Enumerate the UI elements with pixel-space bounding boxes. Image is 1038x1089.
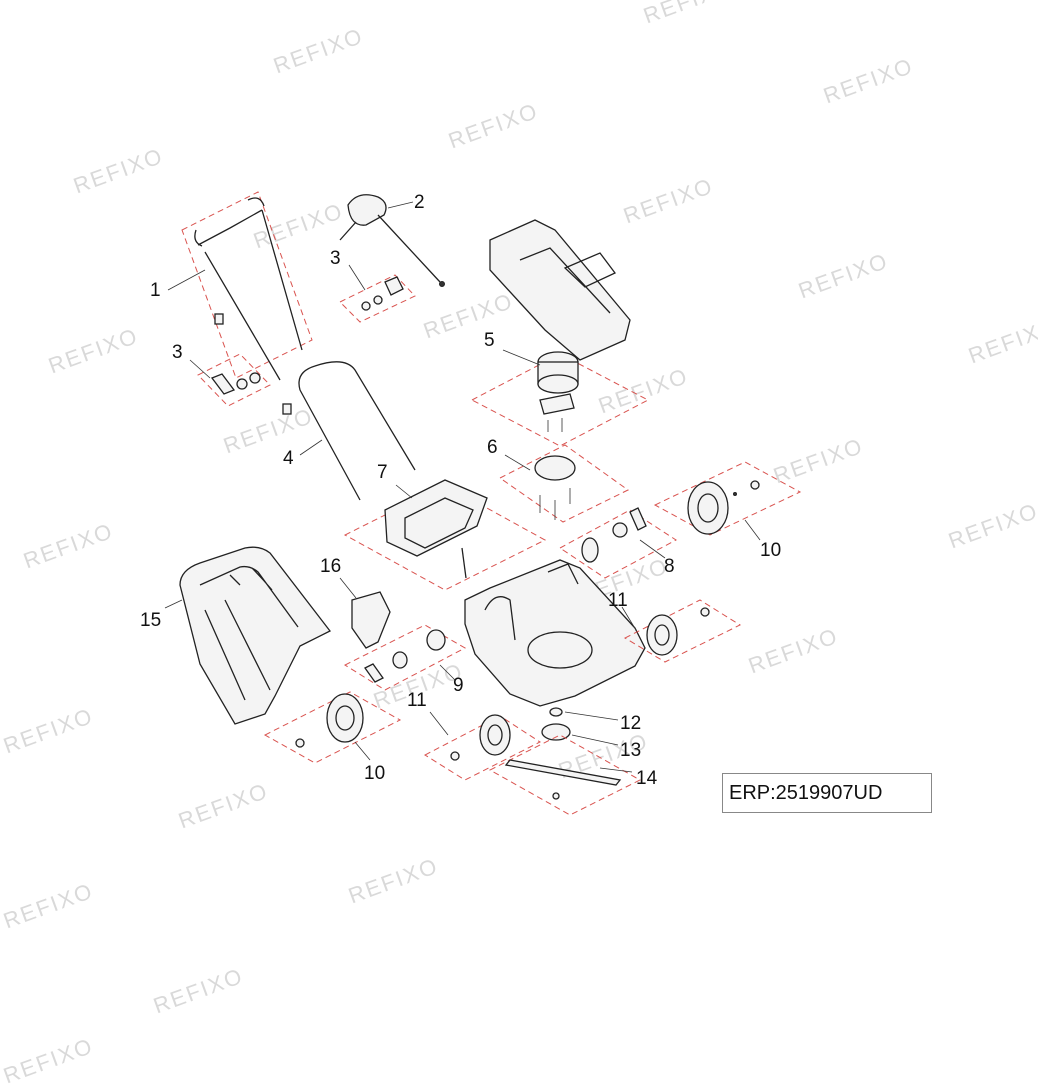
height-adjust [343, 624, 467, 691]
axle-parts [559, 507, 677, 579]
callout-13: 13 [620, 740, 642, 761]
switch-box [339, 194, 445, 287]
front-wheel-right [623, 599, 742, 663]
callout-14: 14 [636, 768, 658, 789]
grass-bag [179, 546, 331, 725]
callout-2: 2 [414, 192, 425, 213]
erp-code-box: ERP:2519907UD [722, 773, 932, 813]
callout-10: 10 [760, 540, 782, 561]
upper-handle [181, 191, 313, 381]
callout-7: 7 [377, 462, 388, 483]
mulch-plug [351, 591, 391, 649]
callout-16: 16 [320, 556, 342, 577]
rear-flap [343, 479, 547, 591]
front-wheel-left [423, 714, 542, 781]
knob-set-upper [339, 274, 416, 323]
callout-15: 15 [140, 610, 162, 631]
mower-deck [464, 559, 646, 707]
callout-11: 11 [608, 590, 628, 611]
motor-mount [499, 444, 629, 523]
callout-6: 6 [487, 437, 498, 458]
leader-lines [164, 201, 761, 773]
callout-1: 1 [150, 280, 161, 301]
callout-9: 9 [453, 675, 464, 696]
blade-assembly [488, 707, 642, 816]
knob-set-lower [197, 353, 271, 407]
rear-wheel-left [263, 691, 402, 764]
callout-4: 4 [283, 448, 294, 469]
top-cover [489, 219, 631, 361]
callout-5: 5 [484, 330, 495, 351]
callout-12: 12 [620, 713, 642, 734]
motor-assembly [470, 351, 650, 447]
callout-11: 11 [407, 690, 427, 711]
callout-3: 3 [330, 248, 341, 269]
lower-handle [282, 361, 416, 501]
callout-3: 3 [172, 342, 183, 363]
callout-8: 8 [664, 556, 675, 577]
rear-wheel-right [653, 461, 802, 536]
callout-10: 10 [364, 763, 386, 784]
